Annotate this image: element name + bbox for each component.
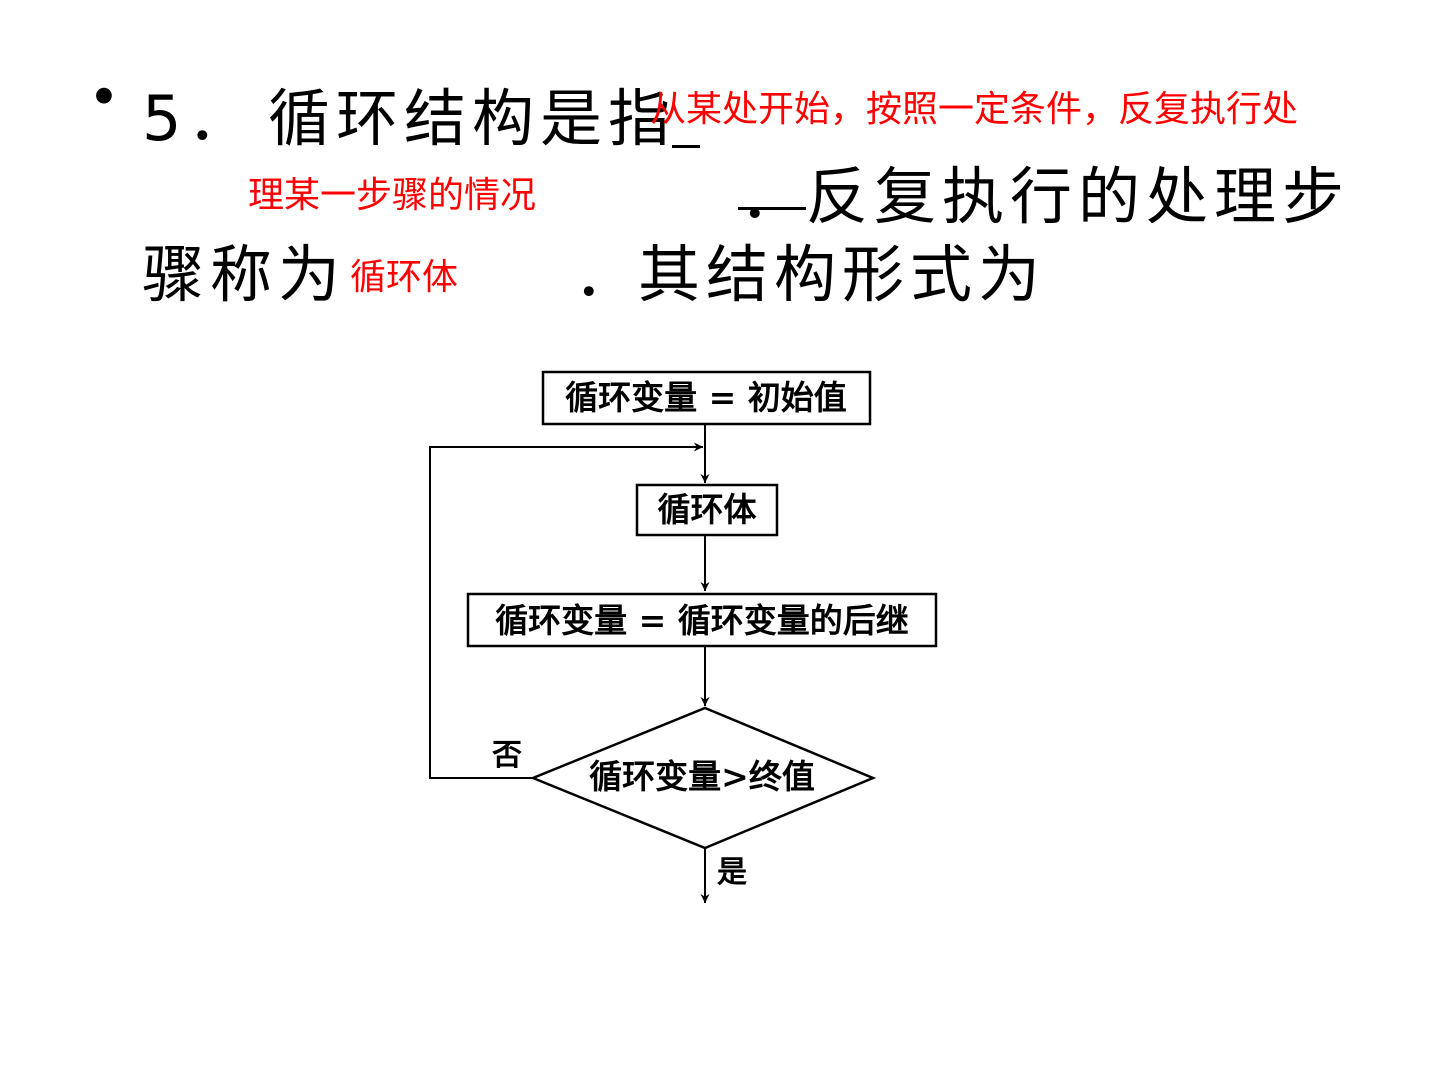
stem-part4: 其结构形式为 [638,238,1047,311]
answer-1-line2: 理某一步骤的情况 [248,175,537,216]
stem-part2: 反复执行的处理步 [806,160,1351,233]
dot-1: ． [740,160,809,233]
answer-blank-1-start [672,145,700,148]
question-number: 5． [142,82,256,155]
condition-label: 循环变量>终值 [589,757,815,796]
answer-1-line1: 从某处开始，按照一定条件，反复执行处 [650,89,1299,130]
body-box-label: 循环体 [658,490,757,529]
yes-label: 是 [717,855,747,890]
body-box [635,483,779,537]
no-label: 否 [492,738,522,773]
answer-blank-1-end [738,207,806,210]
bullet: • [88,66,120,129]
stem-part3: 骤称为 [142,238,347,311]
init-box [541,370,872,426]
init-box-label: 循环变量 = 初始值 [565,378,847,417]
update-box [466,592,938,648]
answer-2: 循环体 [350,257,459,298]
no-loop-back-arrow [429,442,703,779]
dot-2: ． [574,238,643,311]
stem-part1: 循环结构是指 [268,82,677,155]
update-box-label: 循环变量 = 循环变量的后继 [495,601,909,640]
